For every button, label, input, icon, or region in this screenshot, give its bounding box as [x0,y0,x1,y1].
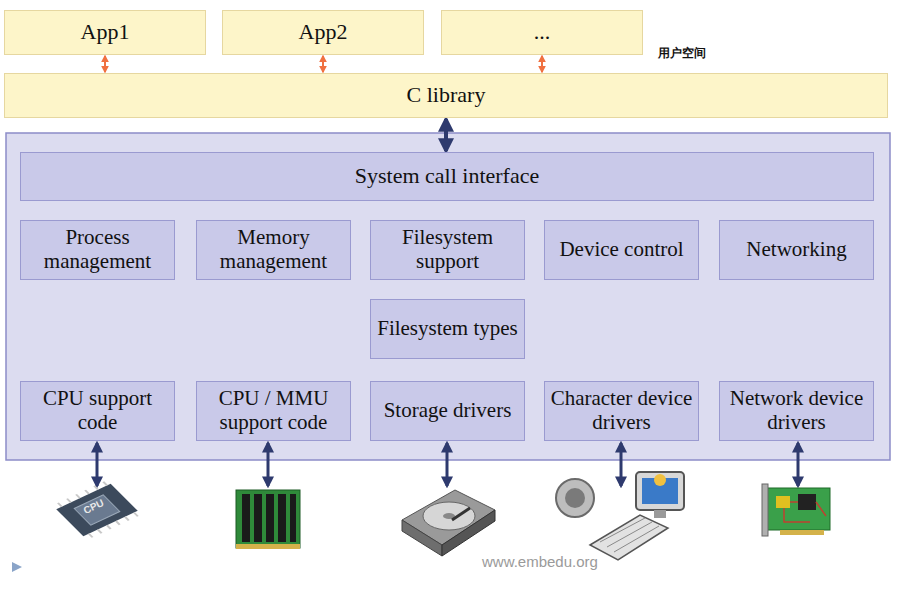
driver-box: CPU / MMU support code [196,381,351,441]
driver-box: CPU support code [20,381,175,441]
kernel-module-box: Filesystem support [370,220,525,280]
node-text: Storage drivers [384,399,512,423]
node-text: CPU support code [25,387,170,434]
double-arrow [444,119,448,151]
hardware-arrows [97,443,798,486]
node-text: Filesystem types [377,317,518,341]
library-band: C library [4,73,888,118]
cpu-icon [53,480,142,540]
memory-icon [236,490,300,549]
driver-box: Network device drivers [719,381,874,441]
node-text: Networking [746,238,846,262]
node-text: Device control [559,238,683,262]
node-text: App2 [299,20,348,45]
double-arrow [322,56,324,72]
io-devices-icon [556,472,684,560]
hard-disk-icon [402,490,495,556]
slide-bullet [12,562,22,572]
kernel-module-box: Memory management [196,220,351,280]
node-text: Network device drivers [724,387,869,434]
app-box: App2 [222,10,424,55]
app-box: App1 [4,10,206,55]
node-text: CPU / MMU support code [201,387,346,434]
watermark: www.embedu.org [482,553,598,570]
double-arrow [541,56,543,72]
app-box: ... [441,10,643,55]
node-text: Character device drivers [549,387,694,434]
space-label: 用户空间 [658,45,706,62]
kernel-panel [6,133,890,460]
node-text: System call interface [355,164,539,189]
node-text: Memory management [201,226,346,273]
kernel-module-box: Filesystem types [370,299,525,359]
driver-box: Storage drivers [370,381,525,441]
kernel-module-box: Process management [20,220,175,280]
node-text: ... [534,20,551,45]
node-text: Process management [25,226,170,273]
node-text: Filesystem support [375,226,520,273]
network-card-icon [762,484,830,536]
node-text: C library [407,83,486,108]
node-text: App1 [81,20,130,45]
syscall-band: System call interface [20,152,874,201]
driver-box: Character device drivers [544,381,699,441]
kernel-module-box: Networking [719,220,874,280]
kernel-module-box: Device control [544,220,699,280]
double-arrow [104,56,106,72]
